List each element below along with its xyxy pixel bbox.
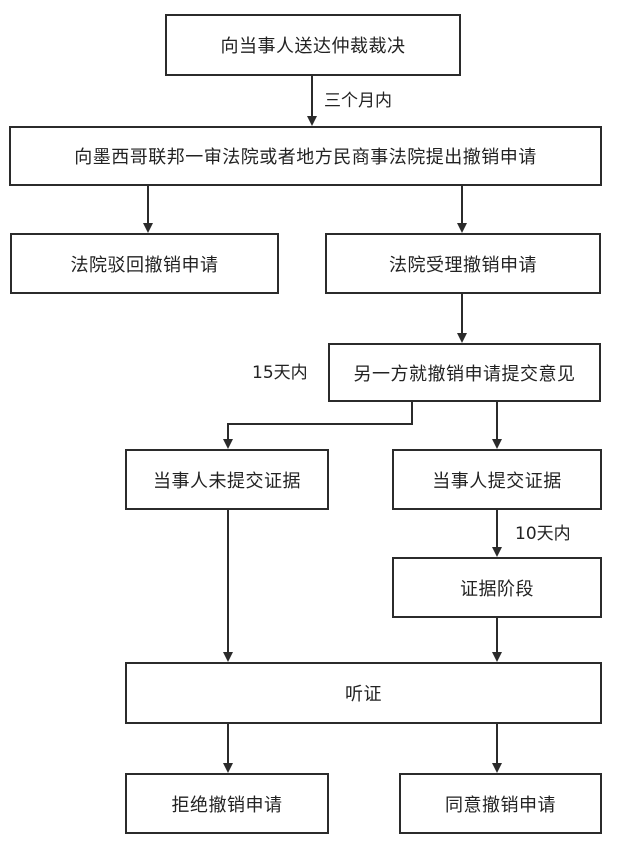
file-annulment-label: 向墨西哥联邦一审法院或者地方民商事法院提出撤销申请 bbox=[74, 147, 537, 168]
deny-annulment-box: 拒绝撤销申请 bbox=[125, 773, 329, 834]
hearing-label: 听证 bbox=[345, 684, 382, 705]
court-accepts-label: 法院受理撤销申请 bbox=[389, 254, 537, 276]
serve-award-box: 向当事人送达仲裁裁决 bbox=[165, 14, 461, 76]
arrow-opinion-to-no-evidence bbox=[223, 402, 413, 449]
fifteen-days-label: 15天内 bbox=[252, 363, 308, 383]
no-evidence-label: 当事人未提交证据 bbox=[153, 470, 301, 492]
ten-days-label: 10天内 bbox=[515, 524, 571, 544]
other-party-opinion-label: 另一方就撤销申请提交意见 bbox=[353, 363, 576, 385]
deny-annulment-label: 拒绝撤销申请 bbox=[171, 794, 283, 816]
court-accepts-box: 法院受理撤销申请 bbox=[325, 233, 601, 294]
file-annulment-box: 向墨西哥联邦一审法院或者地方民商事法院提出撤销申请 bbox=[9, 126, 602, 186]
serve-award-label: 向当事人送达仲裁裁决 bbox=[220, 36, 406, 57]
hearing-box: 听证 bbox=[125, 662, 602, 724]
grant-annulment-box: 同意撤销申请 bbox=[399, 773, 602, 834]
evidence-submitted-label: 当事人提交证据 bbox=[432, 470, 562, 492]
court-rejects-label: 法院驳回撤销申请 bbox=[70, 254, 219, 276]
evidence-stage-box: 证据阶段 bbox=[392, 557, 602, 618]
three-months-label: 三个月内 bbox=[324, 91, 392, 111]
evidence-submitted-box: 当事人提交证据 bbox=[392, 449, 602, 510]
court-rejects-box: 法院驳回撤销申请 bbox=[10, 233, 279, 294]
no-evidence-box: 当事人未提交证据 bbox=[125, 449, 329, 510]
grant-annulment-label: 同意撤销申请 bbox=[445, 794, 556, 816]
other-party-opinion-box: 另一方就撤销申请提交意见 bbox=[328, 343, 601, 402]
evidence-stage-label: 证据阶段 bbox=[460, 578, 534, 600]
